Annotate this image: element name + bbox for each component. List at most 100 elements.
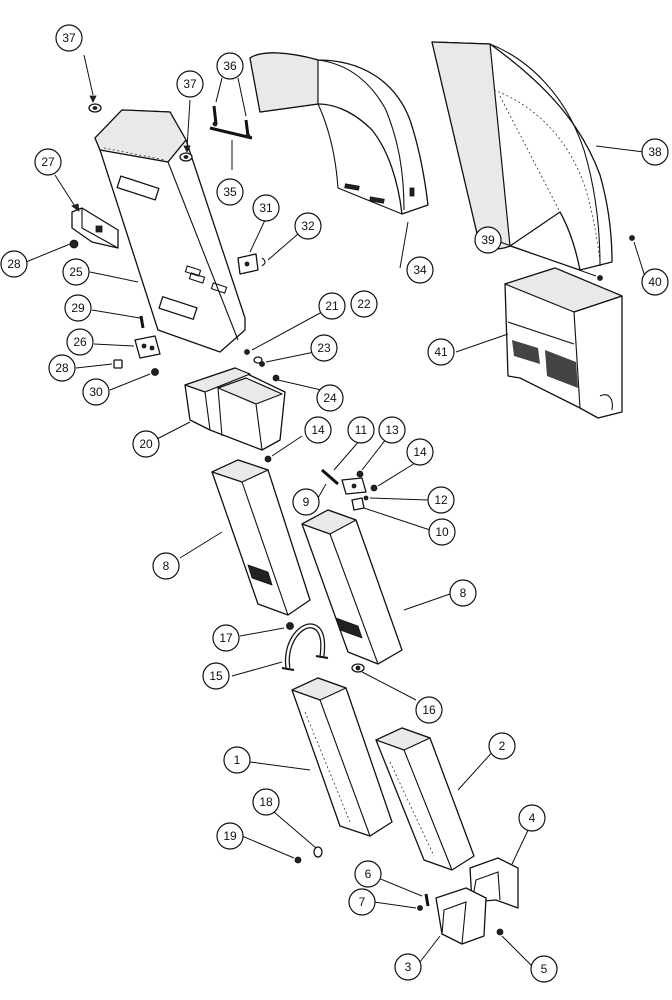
callout-36: 36 bbox=[216, 52, 244, 80]
part-25-upper-tower bbox=[94, 109, 246, 353]
callout-24-label: 24 bbox=[323, 391, 337, 405]
callout-8-left: 8 bbox=[152, 552, 180, 580]
part-12-screw bbox=[363, 495, 369, 501]
part-14-nut-a bbox=[264, 455, 272, 463]
part-30-screw bbox=[151, 368, 159, 376]
callout-4: 4 bbox=[518, 804, 546, 832]
callout-39-label: 39 bbox=[481, 233, 495, 247]
callout-9-label: 9 bbox=[303, 495, 310, 509]
callout-23-label: 23 bbox=[317, 341, 331, 355]
callout-10-label: 10 bbox=[435, 525, 449, 539]
part-1-tube bbox=[291, 677, 393, 837]
part-18-fitting bbox=[313, 846, 323, 858]
callout-34: 34 bbox=[406, 256, 434, 284]
callout-3: 3 bbox=[394, 953, 422, 981]
callout-9: 9 bbox=[292, 488, 320, 516]
callout-22: 22 bbox=[350, 290, 378, 318]
callout-14-right-label: 14 bbox=[413, 445, 427, 459]
callout-19: 19 bbox=[216, 822, 244, 850]
callout-21-label: 21 bbox=[325, 299, 339, 313]
part-28-nut-a bbox=[69, 239, 79, 249]
callout-40: 40 bbox=[641, 268, 669, 296]
part-21-22-washers bbox=[244, 349, 263, 364]
callout-36-label: 36 bbox=[223, 59, 237, 73]
part-7-washer bbox=[417, 905, 423, 911]
part-16-fitting bbox=[351, 663, 365, 673]
callout-18: 18 bbox=[252, 788, 280, 816]
part-3-cap bbox=[435, 887, 487, 945]
part-13-nut bbox=[356, 470, 364, 478]
callout-24: 24 bbox=[316, 384, 344, 412]
callout-37-left-label: 37 bbox=[62, 31, 76, 45]
part-41-housing bbox=[504, 267, 623, 419]
callout-39: 39 bbox=[474, 226, 502, 254]
leader-lines bbox=[25, 54, 647, 967]
part-37-washer-right bbox=[179, 152, 193, 162]
callout-23: 23 bbox=[310, 334, 338, 362]
part-28-nut-b bbox=[113, 359, 123, 369]
callout-15-label: 15 bbox=[209, 669, 223, 683]
callout-34-label: 34 bbox=[413, 263, 427, 277]
callout-17-label: 17 bbox=[219, 631, 233, 645]
callout-31: 31 bbox=[252, 194, 280, 222]
part-35-rod bbox=[209, 126, 253, 140]
part-8-tube-right bbox=[301, 509, 403, 665]
callout-25: 25 bbox=[62, 258, 90, 286]
part-9-plate bbox=[341, 477, 367, 495]
callout-12-label: 12 bbox=[434, 493, 448, 507]
callout-37-left: 37 bbox=[55, 24, 83, 52]
callout-8-right: 8 bbox=[449, 579, 477, 607]
part-29-bolt bbox=[139, 315, 145, 329]
callout-8-left-label: 8 bbox=[163, 559, 170, 573]
callout-21: 21 bbox=[318, 292, 346, 320]
callout-6-label: 6 bbox=[365, 867, 372, 881]
callout-38: 38 bbox=[641, 138, 669, 166]
callout-3-label: 3 bbox=[405, 960, 412, 974]
callout-16: 16 bbox=[415, 696, 443, 724]
callout-10: 10 bbox=[428, 518, 456, 546]
callout-32: 32 bbox=[294, 212, 322, 240]
callout-29: 29 bbox=[64, 294, 92, 322]
callout-27-label: 27 bbox=[41, 155, 55, 169]
callout-41: 41 bbox=[427, 338, 455, 366]
callout-14-right: 14 bbox=[406, 438, 434, 466]
part-2-tube bbox=[375, 727, 475, 871]
callout-19-label: 19 bbox=[223, 829, 237, 843]
callout-11: 11 bbox=[347, 416, 375, 444]
callout-35-label: 35 bbox=[223, 185, 237, 199]
callout-16-label: 16 bbox=[422, 703, 436, 717]
callout-32-label: 32 bbox=[301, 219, 315, 233]
callout-29-label: 29 bbox=[71, 301, 85, 315]
part-19-nut bbox=[294, 856, 302, 864]
callout-15: 15 bbox=[202, 662, 230, 690]
callout-11-label: 11 bbox=[355, 423, 368, 437]
callout-30-label: 30 bbox=[89, 385, 103, 399]
part-36-pins bbox=[212, 105, 251, 139]
part-5-screw bbox=[496, 928, 504, 936]
callout-26-label: 26 bbox=[73, 335, 87, 349]
part-14-nut-b bbox=[370, 484, 378, 492]
callout-13: 13 bbox=[378, 416, 406, 444]
callout-40-label: 40 bbox=[648, 275, 662, 289]
callout-37-right: 37 bbox=[176, 70, 204, 98]
callout-30: 30 bbox=[82, 378, 110, 406]
callout-7-label: 7 bbox=[359, 895, 366, 909]
part-6-pin bbox=[424, 893, 430, 907]
callout-2: 2 bbox=[488, 732, 516, 760]
callout-14-left-label: 14 bbox=[311, 423, 325, 437]
callout-31-label: 31 bbox=[259, 201, 273, 215]
part-23-24-nuts bbox=[259, 361, 280, 382]
part-34-curved-chute bbox=[249, 52, 429, 215]
callout-41-label: 41 bbox=[434, 345, 448, 359]
part-38-curved-hood bbox=[431, 41, 613, 271]
callout-26: 26 bbox=[66, 328, 94, 356]
callout-27: 27 bbox=[34, 148, 62, 176]
part-39-40-fasteners bbox=[597, 235, 635, 281]
callout-22-label: 22 bbox=[357, 297, 371, 311]
callout-20: 20 bbox=[132, 430, 160, 458]
callout-7: 7 bbox=[348, 888, 376, 916]
callout-13-label: 13 bbox=[385, 423, 399, 437]
callout-5: 5 bbox=[530, 955, 558, 983]
part-10-clip bbox=[351, 497, 365, 511]
callout-28-top-label: 28 bbox=[7, 257, 21, 271]
